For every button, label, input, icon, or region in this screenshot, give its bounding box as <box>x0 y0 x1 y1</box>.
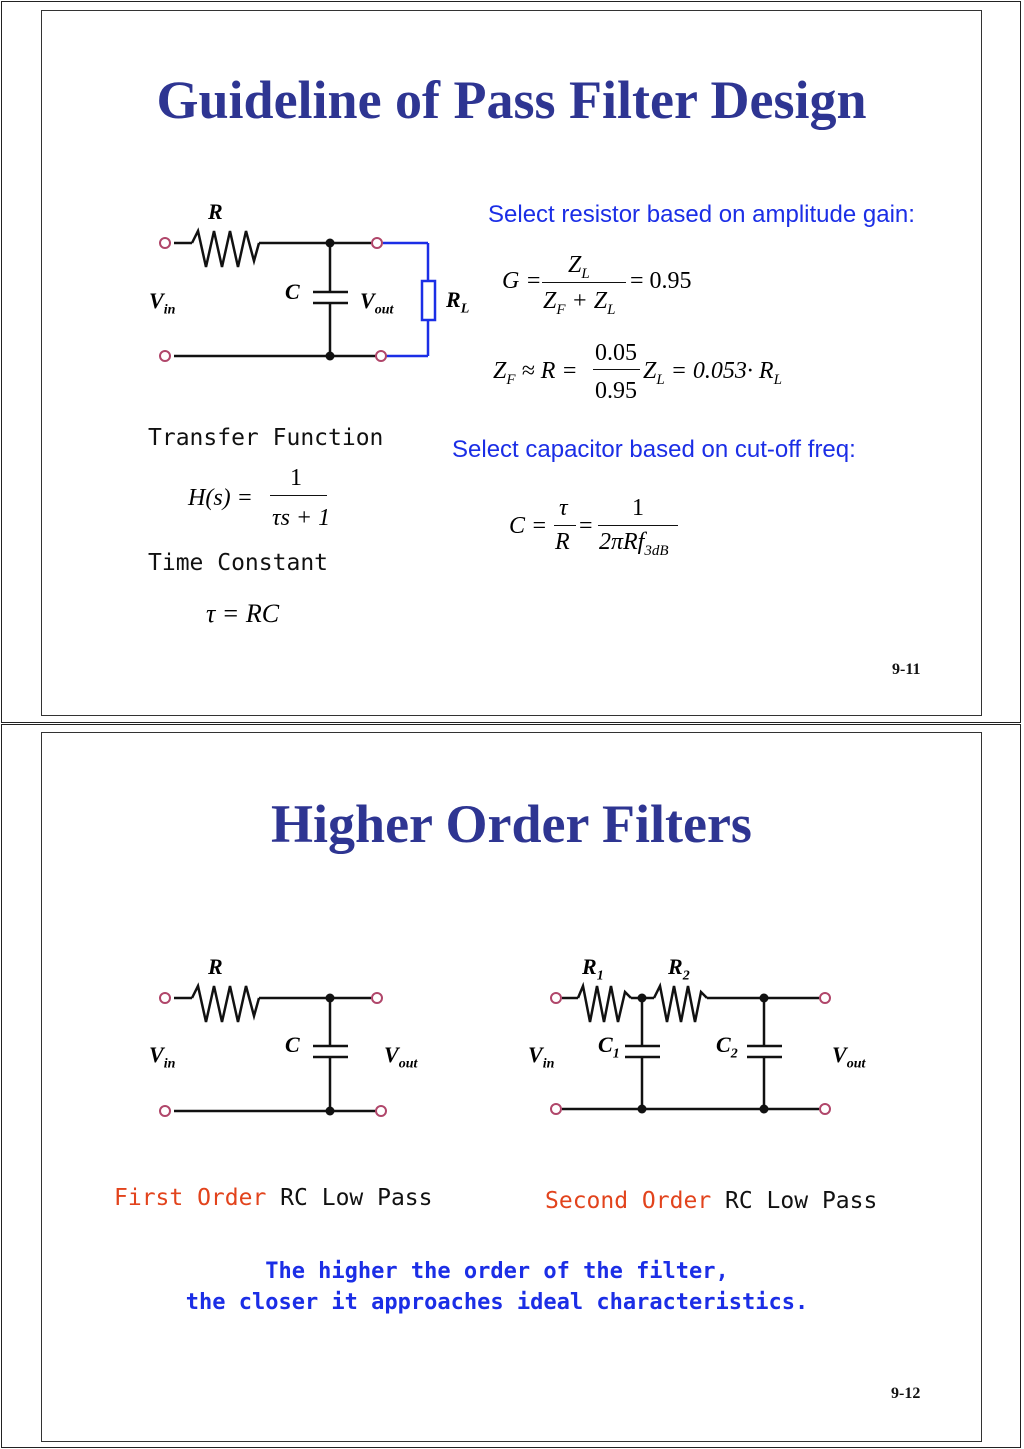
capacitor-label: C <box>285 279 300 304</box>
capacitor-bar-1 <box>554 525 576 526</box>
capacitor-freq-denominator: 2πRf3dB <box>599 529 669 559</box>
conclusion-line-1: The higher the order of the filter, <box>265 1259 729 1284</box>
slide-title: Higher Order Filters <box>271 794 752 854</box>
first-capacitor-label: C <box>285 1032 300 1057</box>
first-vout-label: Vout <box>384 1042 418 1072</box>
second-vin-label: Vin <box>528 1042 555 1072</box>
slide-9-12: Higher Order Filters <box>41 732 982 1442</box>
gain-bar <box>542 282 626 283</box>
capacitor-equals: = <box>579 513 593 539</box>
time-constant-equation: τ = RC <box>206 599 280 628</box>
capacitor-one-numerator: 1 <box>632 495 644 521</box>
zf-bar <box>593 369 640 370</box>
second-c2-label: C2 <box>716 1032 738 1062</box>
gain-lhs: G = <box>502 268 542 294</box>
zf-rhs: ZL = 0.053· RL <box>643 358 782 388</box>
transfer-function-label: Transfer Function <box>148 425 384 451</box>
second-vout-label: Vout <box>832 1042 866 1072</box>
page-number: 9-12 <box>891 1385 921 1402</box>
second-order-rc-circuit <box>550 981 831 1115</box>
second-r1-label: R1 <box>582 954 604 984</box>
page-number: 9-11 <box>892 661 921 678</box>
first-order-rc-circuit <box>159 982 387 1117</box>
vin-label: Vin <box>149 288 176 318</box>
transfer-function-denominator: τs + 1 <box>272 505 331 531</box>
time-constant-label: Time Constant <box>148 550 329 576</box>
gain-denominator: ZF + ZL <box>543 288 616 318</box>
rc-circuit-with-load <box>159 227 437 362</box>
zf-numerator: 0.05 <box>595 340 637 366</box>
second-c1-label: C1 <box>598 1032 620 1062</box>
capacitor-r-denominator: R <box>555 529 570 555</box>
slide-title: Guideline of Pass Filter Design <box>156 70 867 130</box>
second-order-caption: Second Order RC Low Pass <box>545 1188 878 1214</box>
zf-lhs: ZF ≈ R = <box>493 358 578 388</box>
vout-label: Vout <box>360 288 394 318</box>
capacitor-tau-numerator: τ <box>559 495 568 521</box>
transfer-function-numerator: 1 <box>290 465 302 491</box>
capacitor-lhs: C = <box>509 513 548 539</box>
transfer-function-lhs: H(s) = <box>188 485 253 511</box>
first-resistor-label: R <box>208 954 223 979</box>
gain-rhs: = 0.95 <box>630 268 692 294</box>
first-vin-label: Vin <box>149 1042 176 1072</box>
second-r2-label: R2 <box>668 954 690 984</box>
transfer-function-bar <box>270 495 327 496</box>
capacitor-bar-2 <box>598 525 678 526</box>
capacitor-selection-note: Select capacitor based on cut-off freq: <box>452 436 856 463</box>
gain-numerator: ZL <box>568 252 590 282</box>
slide-9-11: Guideline of Pass Filter Design <box>41 10 982 716</box>
page-frame-bottom <box>1 724 1021 1448</box>
load-resistor-label: RL <box>446 287 470 317</box>
zf-denominator: 0.95 <box>595 378 637 404</box>
resistor-selection-note: Select resistor based on amplitude gain: <box>488 201 915 228</box>
page-frame-top <box>1 1 1021 723</box>
resistor-label: R <box>208 199 223 224</box>
first-order-caption: First Order RC Low Pass <box>114 1185 433 1211</box>
conclusion-line-2: the closer it approaches ideal character… <box>185 1290 809 1315</box>
